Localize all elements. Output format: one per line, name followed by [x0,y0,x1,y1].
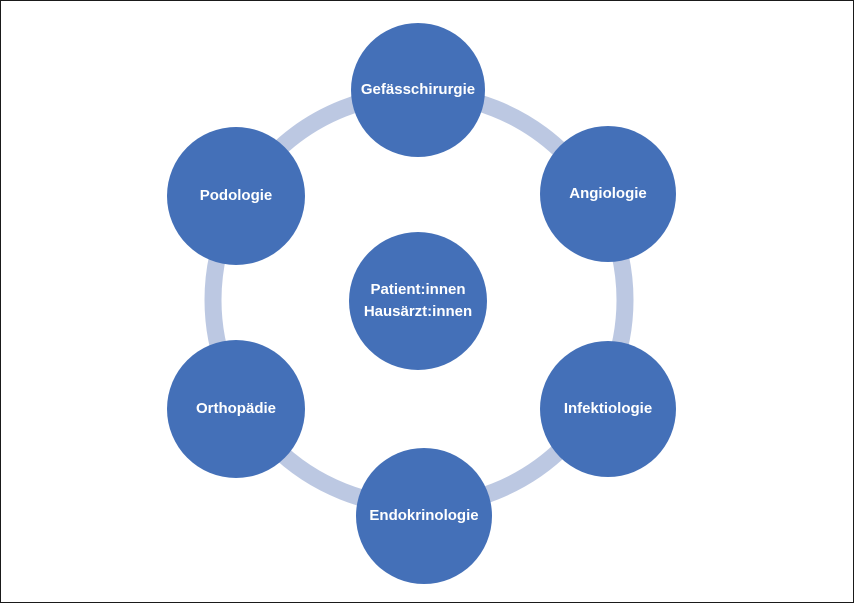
node-orthopaedie: Orthopädie [167,340,305,478]
node-label: Endokrinologie [369,507,479,524]
center-label-line2: Hausärzt:innen [363,303,473,320]
node-angiologie: Angiologie [540,126,676,262]
node-label: Angiologie [569,185,647,202]
node-endokrinologie: Endokrinologie [356,448,492,584]
center-node: Patient:innen Hausärzt:innen [349,232,487,370]
node-infektiologie: Infektiologie [540,341,676,477]
center-label: Patient:innen Hausärzt:innen [364,279,472,323]
node-label: Gefässchirurgie [360,81,476,98]
center-label-line1: Patient:innen [370,281,466,298]
node-gefaesschirurgie: Gefässchirurgie [351,23,485,157]
node-podologie: Podologie [167,127,305,265]
node-label: Infektiologie [563,400,653,417]
node-label: Podologie [199,187,273,204]
node-label: Orthopädie [195,400,276,417]
